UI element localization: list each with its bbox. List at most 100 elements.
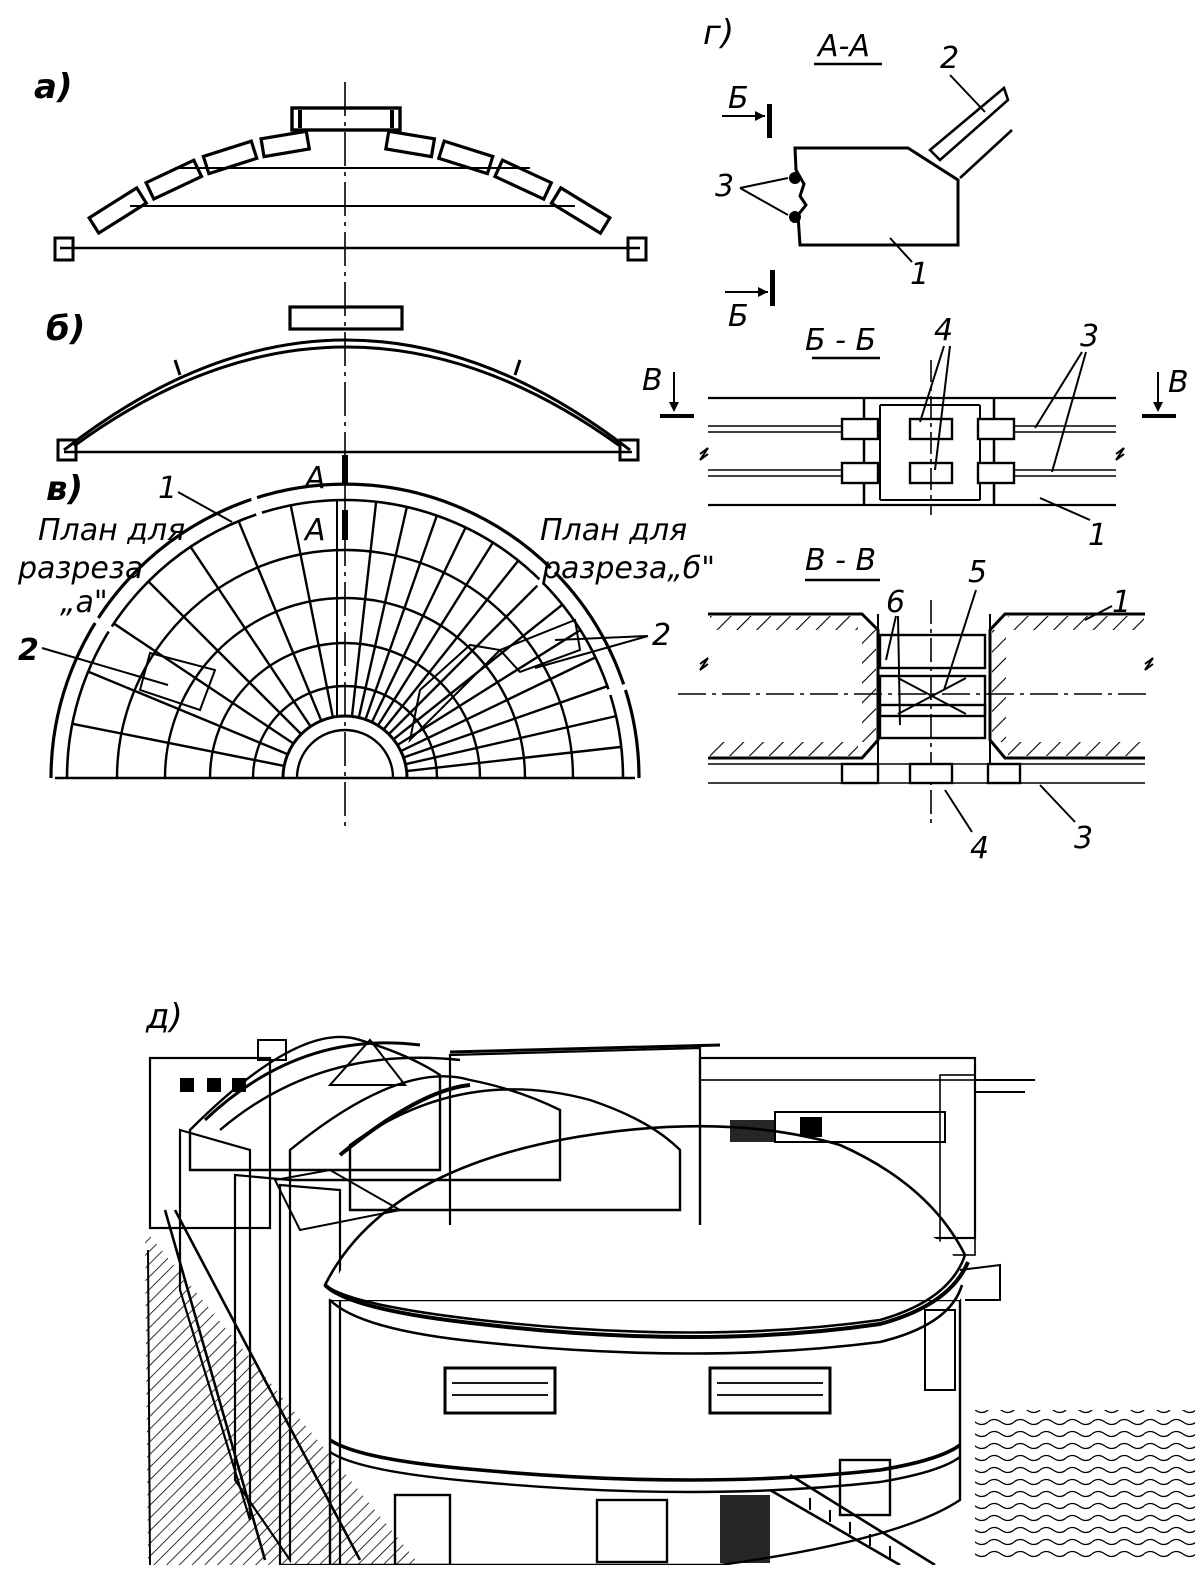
slab-hatch bbox=[1008, 616, 1144, 630]
plan-rib bbox=[357, 506, 409, 718]
rib-edge bbox=[959, 129, 1013, 179]
plan-rib bbox=[147, 580, 303, 736]
wing-wall bbox=[178, 1128, 252, 1521]
detail-section-aa: г) А-А Б Б 2 3 1 bbox=[703, 13, 1013, 334]
dome-rib bbox=[219, 1056, 461, 1131]
connectors-vv bbox=[840, 762, 1022, 785]
dome-middle bbox=[348, 1088, 682, 1212]
cut-letter-v-right: В bbox=[1168, 365, 1189, 400]
callout-5: 5 bbox=[968, 555, 987, 590]
plan-rib bbox=[72, 722, 285, 768]
plan-rib bbox=[370, 527, 467, 723]
slab-hatch bbox=[710, 616, 858, 630]
arrow-head bbox=[1153, 402, 1163, 412]
ground-line bbox=[147, 1249, 151, 1566]
slab-hatch bbox=[1008, 742, 1144, 756]
plan-rib bbox=[406, 745, 622, 773]
dome-rib bbox=[203, 1041, 421, 1122]
callout-2: 2 bbox=[940, 41, 959, 76]
detail-section-vv: В - В 6 5 1 bbox=[678, 543, 1154, 866]
stair-rail bbox=[789, 1473, 936, 1567]
window bbox=[800, 1117, 822, 1137]
window bbox=[838, 1458, 892, 1517]
panel-label-a: а) bbox=[34, 67, 72, 107]
plan-v-half-dome: в) А А 1 2 2 План для разреза „а" План д… bbox=[17, 455, 715, 780]
dome-block bbox=[492, 158, 554, 202]
dome-block bbox=[383, 129, 437, 159]
plan-caption-left-3: „а" bbox=[60, 585, 108, 620]
window bbox=[207, 1078, 221, 1092]
dome-inner bbox=[73, 345, 621, 448]
break-mark bbox=[699, 657, 709, 671]
connector-box bbox=[840, 417, 880, 441]
rail-line bbox=[163, 1209, 267, 1561]
plan-ring bbox=[163, 596, 527, 779]
callout-1: 1 bbox=[1088, 518, 1107, 553]
callout-6: 6 bbox=[886, 585, 905, 620]
support-right bbox=[618, 438, 640, 462]
dome-ring bbox=[329, 1284, 964, 1355]
crown-ring bbox=[288, 305, 404, 331]
dome-block bbox=[436, 139, 495, 176]
slab-right bbox=[988, 612, 1145, 760]
cut-mark bbox=[770, 270, 775, 306]
main-drum-wall bbox=[328, 1298, 962, 1567]
bg-building bbox=[148, 1056, 272, 1230]
dome-block bbox=[201, 139, 259, 176]
joint bbox=[513, 359, 522, 376]
slab-hatch bbox=[710, 742, 858, 756]
corridor-wall bbox=[448, 1046, 702, 1232]
plate-6 bbox=[878, 703, 987, 740]
callout-1: 1 bbox=[1112, 585, 1131, 620]
section-title-bb: Б - Б bbox=[805, 323, 876, 358]
leader-line bbox=[177, 491, 233, 523]
connector-box bbox=[976, 417, 1016, 441]
rod-3 bbox=[789, 211, 801, 223]
connector-box bbox=[986, 762, 1022, 785]
leader-line bbox=[897, 615, 901, 726]
panel-highlight-left bbox=[138, 651, 217, 712]
slab-hatch bbox=[992, 630, 1006, 742]
roof-panel bbox=[273, 1168, 403, 1232]
wing-wall bbox=[233, 1173, 292, 1564]
door bbox=[720, 1495, 770, 1563]
spacer bbox=[0, 0, 1, 1]
plan-caption-right-1: План для bbox=[540, 513, 687, 548]
plan-rib bbox=[237, 520, 323, 722]
water bbox=[975, 1410, 1195, 1560]
plan-rib bbox=[113, 622, 295, 745]
panel-label-v: в) bbox=[46, 469, 83, 509]
ring-joint bbox=[90, 614, 117, 635]
callout-2-right: 2 bbox=[652, 618, 671, 653]
break-mark bbox=[1144, 657, 1154, 671]
callout-2-left: 2 bbox=[18, 633, 39, 668]
dome-outer bbox=[63, 338, 631, 452]
plan-rib bbox=[87, 670, 289, 756]
cut-mark bbox=[342, 510, 348, 540]
leader-line bbox=[1084, 605, 1113, 621]
plan-ribs bbox=[72, 491, 632, 773]
floor-band bbox=[329, 1451, 961, 1494]
cut-mark bbox=[660, 414, 694, 418]
leader-line bbox=[943, 589, 977, 691]
callout-4: 4 bbox=[934, 313, 953, 348]
window bbox=[180, 1078, 194, 1092]
leader-line bbox=[1034, 351, 1083, 429]
support-right bbox=[626, 236, 648, 262]
roof-structure bbox=[257, 1039, 287, 1061]
leader-line bbox=[739, 187, 789, 216]
window-glazing bbox=[452, 1376, 548, 1406]
dome-middle bbox=[288, 1075, 562, 1182]
leader-line bbox=[739, 177, 789, 189]
outer-ring bbox=[65, 498, 625, 779]
cut-letter-b-bottom: Б bbox=[728, 299, 749, 334]
slab-hatch bbox=[862, 630, 876, 742]
rod-3 bbox=[789, 172, 801, 184]
wall-hatch bbox=[939, 1074, 976, 1256]
section-title-vv: В - В bbox=[805, 543, 876, 578]
window-glazing bbox=[717, 1376, 823, 1406]
plan-rib bbox=[405, 714, 617, 766]
plan-caption-right-2: разреза„б" bbox=[541, 551, 715, 586]
plan-rib bbox=[387, 580, 543, 736]
cut-mark bbox=[767, 104, 772, 138]
